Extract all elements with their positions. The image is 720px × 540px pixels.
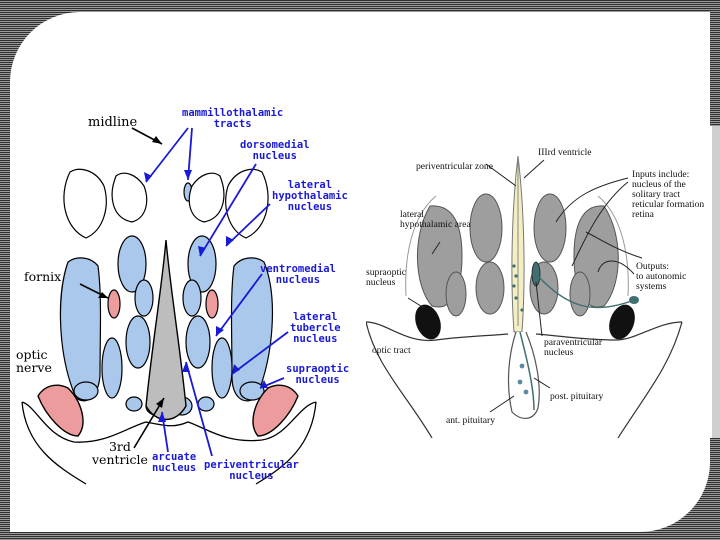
right-edge-shade — [712, 126, 720, 438]
gray-lower-left — [475, 261, 505, 315]
optic-tract-left — [415, 304, 441, 340]
outer-contour — [405, 195, 629, 297]
label-fornix: fornix — [24, 269, 62, 284]
ventromedial-right — [185, 315, 211, 369]
ventromedial-left — [125, 315, 151, 369]
periventricular-right — [197, 396, 215, 412]
label-outputs: Outputs: to autonomic systems — [636, 261, 687, 292]
label-periventricular-zone: periventricular zone — [416, 161, 493, 172]
output-pathway — [537, 275, 635, 309]
nucleus-upper-right — [187, 235, 217, 293]
label-third-ventricle: 3rd ventricle — [92, 439, 148, 467]
dorsomedial-right — [182, 279, 202, 317]
third-ventricle — [145, 239, 187, 421]
label-mammillothalamic-tracts: mammillothalamic tracts — [182, 107, 284, 130]
gray-side-right — [569, 271, 591, 317]
label-post-pituitary: post. pituitary — [550, 391, 604, 402]
label-arcuate-nucleus: arcuate nucleus — [152, 451, 197, 474]
label-third-ventricle-right: IIIrd ventricle — [538, 147, 592, 158]
label-midline: midline — [88, 115, 138, 130]
label-lateral-tubercle-nucleus: lateral tubercle nucleus — [290, 311, 341, 345]
label-optic-nerve: optic nerve — [16, 347, 52, 375]
dorsomedial-left — [134, 279, 154, 317]
lateral-hypothalamic-left — [59, 257, 102, 402]
label-ventromedial-nucleus: ventromedial nucleus — [260, 263, 336, 286]
gray-side-left — [445, 271, 467, 317]
tubercle-right — [211, 337, 233, 399]
label-dorsomedial-nucleus: dorsomedial nucleus — [240, 139, 310, 162]
fornix-left — [107, 289, 121, 319]
right-diagram-drawing — [366, 155, 683, 438]
gray-upper-right — [533, 193, 567, 263]
label-periventricular-nucleus: periventricular nucleus — [204, 459, 299, 482]
left-hypothalamus-diagram: midline mammillothalamic tracts dorsomed… — [16, 106, 354, 486]
label-lateral-hypothalamic-area: lateral hypothalamic area — [400, 209, 471, 230]
optic-nerve-left — [37, 384, 84, 437]
label-supraoptic-nucleus-right: supraoptic nucleus — [366, 267, 406, 288]
central-upper-right — [188, 172, 225, 223]
supraoptic-right — [239, 381, 265, 401]
gray-upper-left — [469, 193, 503, 263]
pituitary — [507, 331, 540, 419]
label-ant-pituitary: ant. pituitary — [446, 415, 496, 426]
periventricular-left — [125, 396, 143, 412]
central-upper-left — [111, 172, 148, 223]
tubercle-left — [101, 337, 123, 399]
thalamus-left — [63, 168, 107, 239]
right-hypothalamus-diagram: periventricular zone IIIrd ventricle lat… — [366, 126, 720, 438]
label-optic-tract: optic tract — [372, 345, 411, 356]
label-inputs-include: Inputs include: nucleus of the solitary … — [632, 169, 705, 220]
outer-outline — [21, 401, 317, 485]
label-supraoptic-nucleus: supraoptic nucleus — [286, 363, 350, 386]
optic-nerve-right — [252, 384, 299, 437]
brain-outline — [366, 321, 683, 438]
optic-tract-right — [609, 304, 635, 340]
label-lateral-hypothalamic-nucleus: lateral hypothalamic nucleus — [272, 179, 348, 213]
label-paraventricular-nucleus: paraventricular nucleus — [544, 337, 603, 358]
nucleus-upper-left — [117, 235, 147, 293]
fornix-right — [205, 289, 219, 319]
pituitary-stalk-lines — [519, 331, 535, 411]
left-diagram-drawing — [21, 127, 317, 485]
supraoptic-left — [73, 381, 99, 401]
